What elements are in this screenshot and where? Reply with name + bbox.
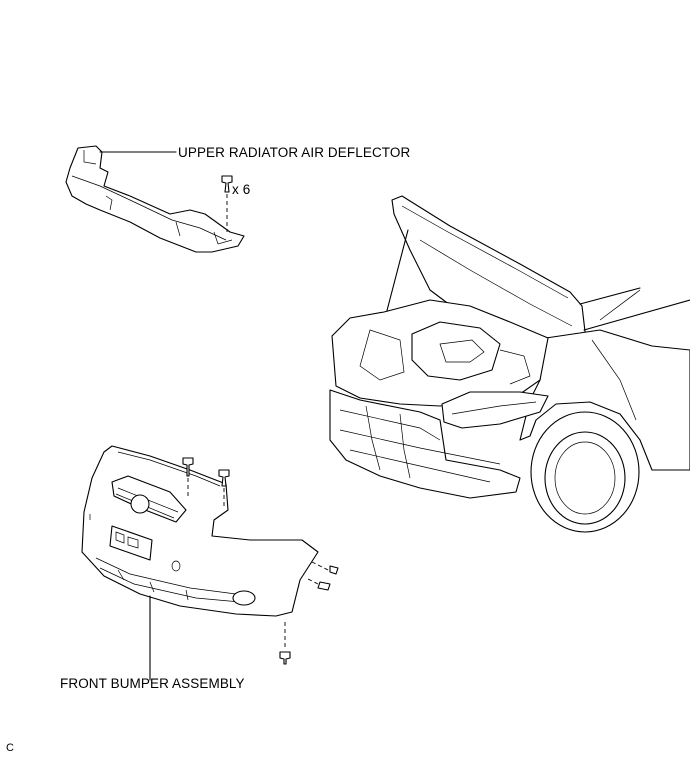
emblem-icon xyxy=(130,494,150,514)
figure-code-label: C xyxy=(6,742,15,754)
clip-icon xyxy=(311,561,339,575)
upper-radiator-air-deflector-label: UPPER RADIATOR AIR DEFLECTOR xyxy=(178,145,411,160)
front-bumper-assembly-label: FRONT BUMPER ASSEMBLY xyxy=(60,676,245,691)
clip-icon xyxy=(218,469,230,506)
bolt-icon xyxy=(182,457,194,498)
bolt-icon xyxy=(279,622,291,665)
bolt-icon xyxy=(305,577,331,591)
vehicle-front-hood-open xyxy=(329,195,690,533)
clip-quantity-label: x 6 xyxy=(232,182,251,197)
front-bumper-assembly xyxy=(81,445,319,617)
clip-icon xyxy=(221,175,233,232)
fog-lamp-icon xyxy=(232,590,256,606)
upper-radiator-air-deflector xyxy=(65,145,245,253)
wheel-icon xyxy=(530,411,640,533)
headlamp-icon xyxy=(441,391,549,429)
